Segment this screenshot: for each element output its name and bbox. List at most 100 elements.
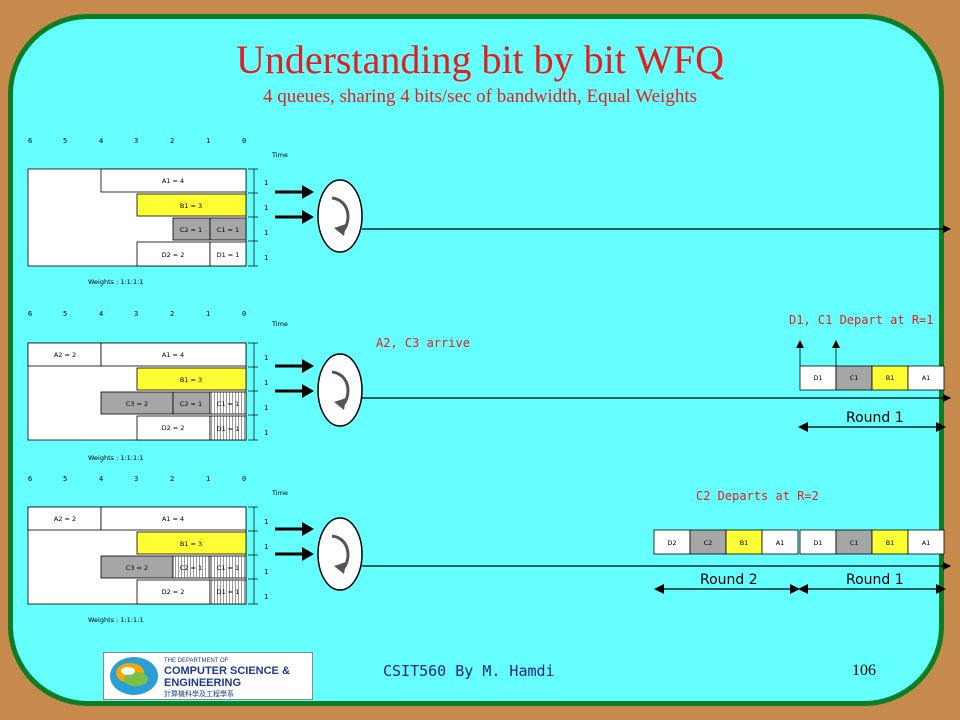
block-b1 [136,531,247,555]
axis-tick: 5 [63,310,67,318]
output-cell [799,529,837,555]
logo-top-text: THE DEPARTMENT OF [164,658,229,664]
output-cell [799,365,837,391]
block-c2-label: C2 = 1 [180,226,202,234]
block-d1-label: D1 = 1 [217,251,240,259]
slide-title: Understanding bit by bit WFQ [235,37,725,82]
block-c2-label: C2 = 1 [180,564,202,572]
row-tick: 1 [264,204,268,212]
output-queue: D1 C1 B1 A1 [799,365,945,391]
axis-tick: 0 [242,137,246,145]
axis-tick: 1 [206,137,210,145]
block-b1-label: B1 = 3 [180,540,202,548]
round-label: Round 1 [846,572,904,588]
block-a1 [100,342,247,367]
round-label: Round 1 [846,410,904,426]
block-c1-label: C1 = 1 [217,564,239,572]
output-cell-label: A1 [922,539,931,547]
row-tick: 1 [264,429,268,437]
output-cell-label: C1 [850,539,859,547]
row-tick: 1 [264,354,268,362]
logo-line-2: ENGINEERING [164,677,242,689]
block-d1-label: D1 = 1 [217,425,240,433]
output-cell-label: D2 [667,539,676,547]
block-d1 [209,579,247,605]
axis-tick: 4 [99,137,103,145]
panel-1: 6 5 4 3 2 1 0 Time A1 = 4 B1 = 3 C2 = 1 … [27,137,951,286]
block-a2-label: A2 = 2 [54,351,76,359]
input-arrows [275,359,314,398]
block-c1-label: C1 = 1 [217,226,239,234]
row-tick: 1 [264,379,268,387]
depart-label: C2 Departs at R=2 [696,489,819,503]
block-c1 [209,217,247,241]
row-dividers [248,342,258,441]
block-a1-label: A1 = 4 [162,351,184,359]
output-cell-label: B1 [740,539,749,547]
axis-tick: 1 [206,310,210,318]
round-label: Round 2 [700,572,758,588]
block-d1 [209,241,247,267]
block-d2-label: D2 = 2 [162,251,185,259]
logo-main-text: COMPUTER SCIENCE & ENGINEERING [164,665,290,689]
axis-tick: 4 [99,475,103,483]
weights-label: Weights : 1:1:1:1 [88,278,143,286]
slide-subtitle: 4 queues, sharing 4 bits/sec of bandwidt… [263,86,697,107]
time-label: Time [271,320,288,328]
arrival-label: A2, C3 arrive [376,336,470,350]
axis-tick: 3 [134,310,138,318]
block-b1 [136,193,247,217]
block-d2-label: D2 = 2 [162,588,185,596]
block-a1-label: A1 = 4 [162,515,184,523]
output-cell [871,365,909,391]
output-cell-label: A1 [922,374,931,382]
block-b1-label: B1 = 3 [180,202,202,210]
output-cell [907,529,945,555]
input-arrows [275,185,314,224]
block-c1-label: C1 = 1 [217,400,239,408]
block-c2-label: C2 = 1 [180,400,202,408]
block-d2-label: D2 = 2 [162,424,185,432]
page-number: 106 [852,662,876,679]
block-a2-label: A2 = 2 [54,515,76,523]
output-cell [689,529,727,555]
row-tick: 1 [264,404,268,412]
block-a1 [100,506,247,531]
logo-line-1: COMPUTER SCIENCE & [164,665,290,677]
row-dividers [248,168,258,267]
block-c1 [209,555,247,579]
block-b1 [136,367,247,391]
axis-tick: 0 [242,475,246,483]
output-cell-label: C1 [850,374,859,382]
output-cell-label: B1 [886,539,895,547]
output-queue: D2 C2 B1 A1 D1 C1 B1 A1 [653,529,945,555]
block-c1 [209,391,247,415]
input-arrows [275,522,314,561]
axis-tick: 6 [28,137,32,145]
output-cell-label: C2 [704,539,713,547]
row-tick: 1 [264,568,268,576]
panel-3: 6 5 4 3 2 1 0 Time A2 = 2 A1 = 4 B1 = 3 … [27,475,951,624]
row-tick: 1 [264,593,268,601]
depart-arrows [796,340,840,366]
output-cell-label: D1 [813,374,822,382]
output-cell [653,529,691,555]
round-span-arrow [798,422,946,432]
axis-tick: 6 [28,310,32,318]
block-a1-label: A1 = 4 [162,177,184,185]
time-label: Time [271,489,288,497]
block-d1 [209,415,247,441]
row-tick: 1 [264,229,268,237]
panel-2: 6 5 4 3 2 1 0 Time A2 = 2 A1 = 4 B1 = 3 … [27,310,951,462]
axis-ticks: 6 5 4 3 2 1 0 [28,137,246,145]
output-cell-label: A1 [776,539,785,547]
axis-tick: 3 [134,137,138,145]
depart-label: D1, C1 Depart at R=1 [789,313,934,327]
slide-credit: CSIT560 By M. Hamdi [383,662,555,680]
axis-tick: 4 [99,310,103,318]
row-dividers [248,506,258,605]
axis-tick: 3 [134,475,138,483]
block-c3-label: C3 = 2 [126,400,148,408]
row-tick: 1 [264,518,268,526]
